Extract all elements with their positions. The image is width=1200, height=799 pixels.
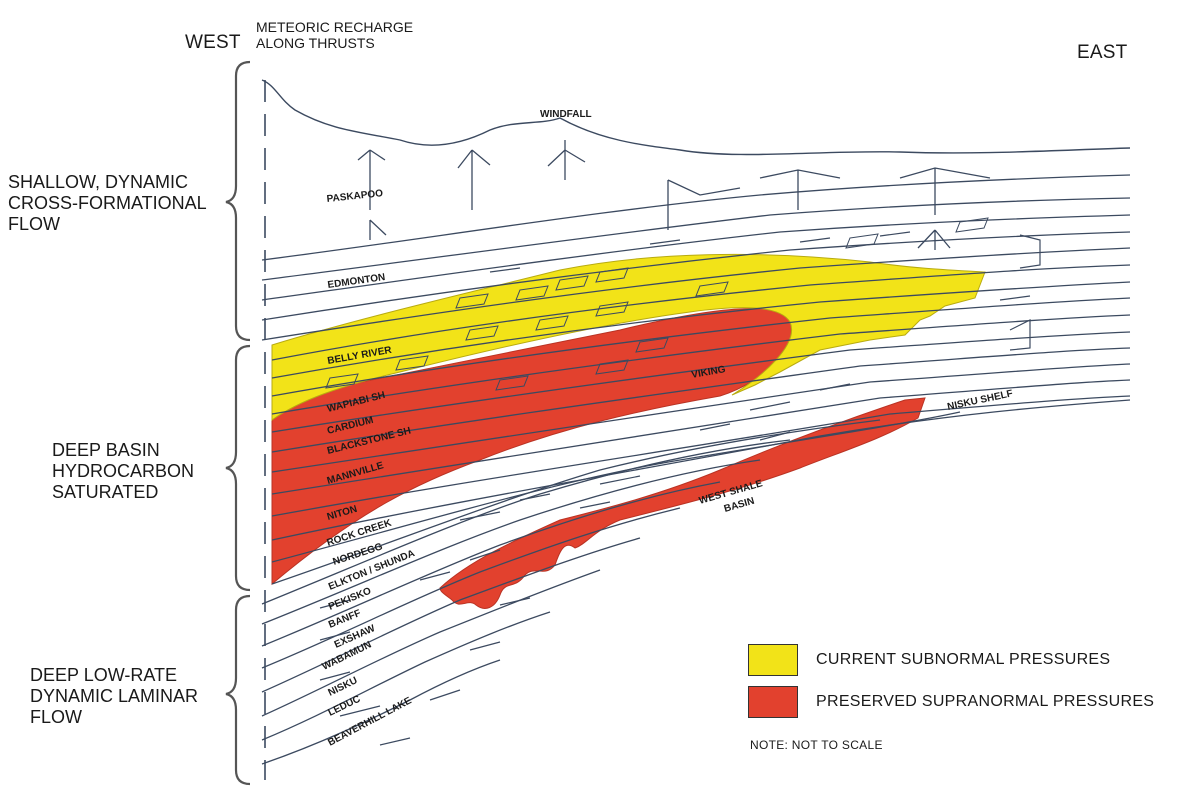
zone-deep-basin-line2: HYDROCARBON <box>52 461 195 481</box>
bracket-deep-low <box>225 594 251 786</box>
label-paskapoo: PASKAPOO <box>326 188 384 205</box>
shallow-flow-arrows <box>357 140 991 250</box>
bracket-shallow <box>225 60 251 342</box>
zone-brackets <box>225 60 251 786</box>
zone-deep-low-line2: DYNAMIC LAMINAR <box>30 686 199 706</box>
legend-item-supranormal: PRESERVED SUPRANORMAL PRESSURES <box>748 686 1154 718</box>
note-not-to-scale: NOTE: NOT TO SCALE <box>750 738 883 752</box>
bracket-deep-basin <box>225 344 251 592</box>
zone-shallow-line3: FLOW <box>8 214 60 234</box>
legend-swatch-red <box>748 686 798 718</box>
block-symbols <box>325 217 989 391</box>
zone-shallow-line2: CROSS-FORMATIONAL <box>8 193 207 213</box>
zone-deep-low-line1: DEEP LOW-RATE <box>30 665 178 685</box>
zone-deep-low-line3: FLOW <box>30 707 82 727</box>
deep-flow-arrows <box>319 231 1041 746</box>
ground-surface-line <box>261 79 1131 156</box>
zone-shallow-line1: SHALLOW, DYNAMIC <box>8 172 189 192</box>
subnormal-pressure-zone <box>271 253 986 421</box>
west-label: WEST <box>185 32 241 53</box>
east-label: EAST <box>1077 42 1128 63</box>
recharge-label-line1: METEORIC RECHARGE <box>256 19 414 35</box>
west-shale-basin-zone <box>439 397 926 609</box>
label-edmonton: EDMONTON <box>327 272 386 291</box>
recharge-label-line2: ALONG THRUSTS <box>256 35 375 51</box>
bedding-lines <box>261 174 1131 765</box>
zone-deep-basin-line3: SATURATED <box>52 482 159 502</box>
legend-label-supranormal: PRESERVED SUPRANORMAL PRESSURES <box>816 693 1155 710</box>
legend-label-subnormal: CURRENT SUBNORMAL PRESSURES <box>816 651 1111 668</box>
zone-deep-basin-line1: DEEP BASIN <box>52 440 160 460</box>
label-windfall: WINDFALL <box>540 109 592 120</box>
legend-swatch-yellow <box>748 644 798 676</box>
legend-item-subnormal: CURRENT SUBNORMAL PRESSURES <box>748 644 1110 676</box>
